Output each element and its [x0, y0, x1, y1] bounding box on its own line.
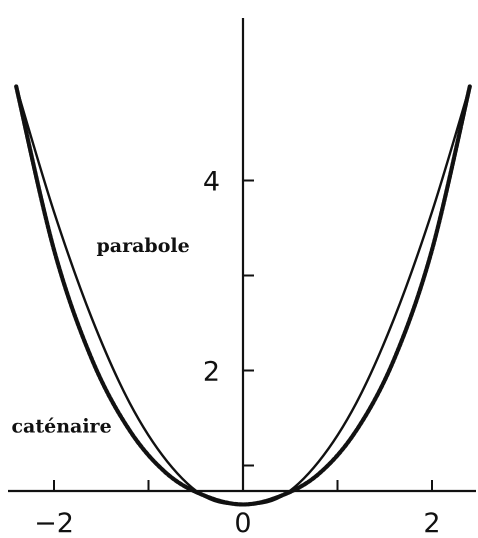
curve-label-1: caténaire — [11, 415, 111, 437]
x-tick-label: 2 — [423, 508, 440, 538]
curve-label-0: parabole — [97, 235, 190, 257]
curves — [14, 84, 472, 507]
series-line-1 — [14, 84, 472, 507]
axes — [8, 18, 476, 493]
y-tick-label: 4 — [203, 167, 220, 198]
annotations: parabole caténaire — [11, 235, 189, 438]
tick-labels: −2 0 2 2 4 — [34, 167, 441, 538]
y-tick-label: 2 — [203, 357, 220, 388]
x-tick-label: −2 — [34, 508, 74, 538]
x-tick-label: 0 — [234, 508, 251, 538]
